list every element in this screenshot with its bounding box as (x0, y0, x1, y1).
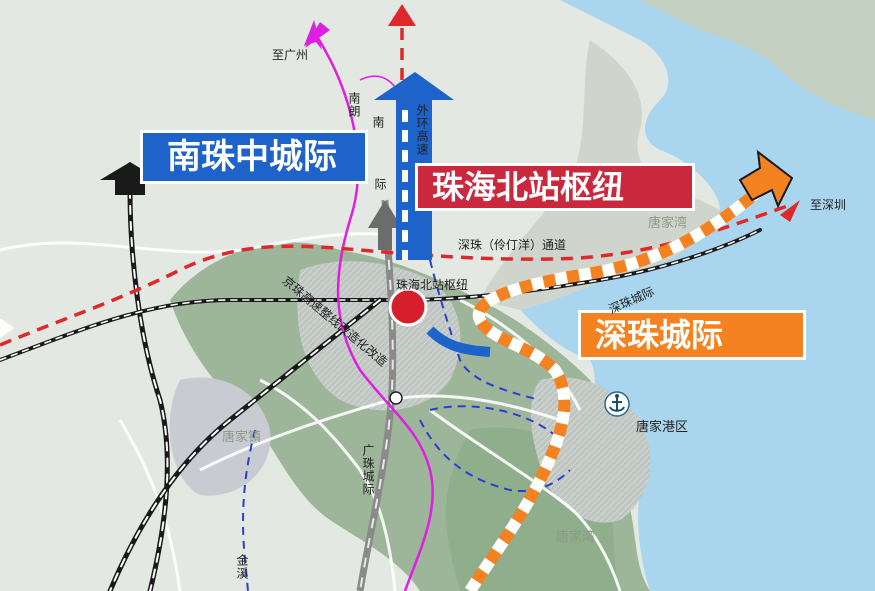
place-tangjia-bay-top: 唐家湾 (648, 216, 688, 231)
line-shenzhu-dash (464, 185, 764, 591)
callout-shenzhu-intercity: 深珠城际 (578, 310, 806, 360)
arrow-west-black (100, 162, 160, 195)
hub-marker (388, 287, 428, 327)
arrow-guangzhu (368, 200, 402, 250)
callout-zhuhai-north-hub: 珠海北站枢纽 (415, 163, 695, 211)
rail-nanzhu-dash (129, 189, 169, 591)
arrow-nanzhu-blue (374, 72, 454, 260)
label-to-shenzhen: 至深圳 (810, 198, 847, 212)
metro-lines (242, 259, 571, 591)
callout-nanzhu-intercity: 南珠中城际 (140, 130, 368, 184)
arrow-tunnel-west (0, 318, 14, 338)
hill-top-right (640, 0, 875, 120)
label-tunnel: 深珠（伶仃洋）通道 (458, 238, 567, 252)
arrow-shenzhu (738, 149, 794, 209)
label-tangjia-port: 唐家港区 (636, 420, 689, 435)
label-nan: 南 (371, 116, 385, 129)
place-tangjia-town: 唐家镇 (222, 430, 262, 445)
sea-area (520, 0, 875, 591)
place-tangjia-bay-bottom: 唐家湾 (556, 530, 596, 545)
label-ji: 际 (373, 178, 387, 191)
rail-guangzhu (356, 199, 397, 591)
label-nanlang: 南朗 (347, 92, 361, 118)
label-hub-station: 珠海北站枢纽 (396, 278, 469, 292)
label-to-guangzhou: 至广州 (272, 48, 309, 62)
anchor-icon (604, 391, 630, 417)
arrow-shenzhen-red (780, 200, 800, 222)
label-guangzhu: 广珠城际 (361, 444, 375, 496)
arrow-tunnel-north (388, 4, 416, 26)
rail-jingzhu-dash (109, 299, 381, 591)
nanzhu-to-hub (426, 326, 491, 357)
label-outer-ring: 外环高速 (415, 104, 429, 156)
station-marker-small (389, 391, 403, 405)
label-jinxi: 金溪 (235, 554, 249, 580)
